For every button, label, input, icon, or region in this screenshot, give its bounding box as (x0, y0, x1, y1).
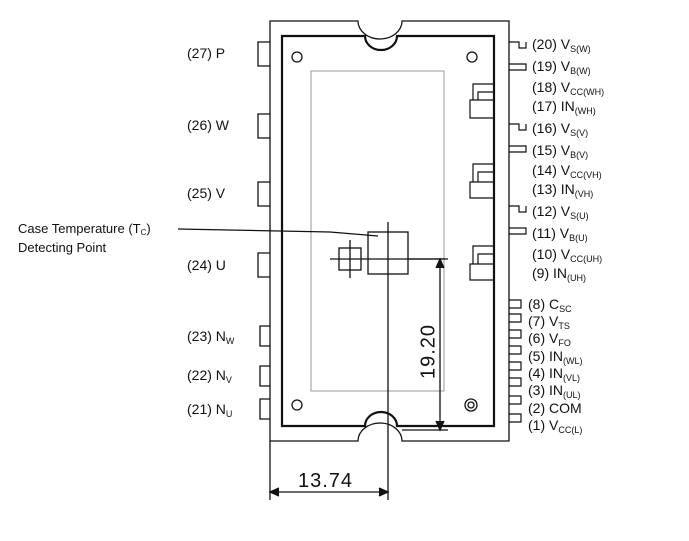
mounting-hole-bl (291, 399, 303, 411)
pin-label-18: (18) VCC(WH) (532, 79, 605, 97)
dim-horizontal-text: 13.74 (298, 470, 353, 493)
dim-vertical-value: 19.20 (417, 323, 440, 380)
package-rim (280, 34, 496, 428)
annotation-sub: C (140, 228, 147, 237)
detecting-point-label: Detecting Point (18, 240, 106, 255)
pin-label-20: (20) VS(W) (532, 36, 591, 54)
pin-label-2: (2) COM (528, 400, 582, 416)
pin-label-3: (3) IN(UL) (528, 382, 581, 400)
pin-label-13: (13) IN(VH) (532, 181, 594, 199)
annotation-leader (177, 228, 379, 237)
mounting-hole-br-inner (467, 401, 475, 409)
pin-label-17: (17) IN(WH) (532, 98, 596, 116)
pin-label-8: (8) CSC (528, 296, 572, 314)
dim-horizontal-arrow-left (268, 487, 280, 497)
case-temp-annotation: Case Temperature (TC) (18, 221, 151, 240)
package-body (269, 20, 510, 442)
pin-label-27: (27) P (187, 45, 226, 61)
pin-label-24: (24) U (187, 257, 226, 273)
dim-vertical-arrow-top (435, 257, 445, 269)
annotation-line2: Detecting Point (18, 240, 107, 255)
mounting-hole-br (464, 398, 478, 412)
pin-label-11: (11) VB(U) (532, 225, 588, 243)
dim-horizontal-value: 13.74 (298, 470, 354, 492)
right-pin-tabs (469, 41, 527, 423)
pin-label-16: (16) VS(V) (532, 120, 589, 138)
pin-label-7: (7) VTS (528, 313, 570, 331)
dim-horizontal-arrow-right (378, 487, 390, 497)
pin-label-6: (6) VFO (528, 330, 571, 348)
pin-label-22: (22) NV (187, 367, 232, 385)
pin-label-14: (14) VCC(VH) (532, 162, 602, 180)
pin-label-5: (5) IN(WL) (528, 348, 583, 366)
left-pin-tabs (257, 41, 270, 420)
pin-label-9: (9) IN(UH) (532, 265, 587, 283)
pin-label-23: (23) NW (187, 328, 235, 346)
mounting-hole-tr (466, 51, 478, 63)
dim-vertical-arrow-bottom (435, 420, 445, 432)
pin-label-15: (15) VB(V) (532, 142, 589, 160)
pin-label-10: (10) VCC(UH) (532, 246, 603, 264)
dim-vertical-text: 19.20 (418, 322, 441, 382)
annotation-text: Case Temperature (T (18, 221, 141, 236)
pin-label-21: (21) NU (187, 401, 233, 419)
pin-label-12: (12) VS(U) (532, 203, 589, 221)
mounting-hole-tl (291, 51, 303, 63)
pin-label-26: (26) W (187, 117, 230, 133)
pin-label-25: (25) V (187, 185, 226, 201)
annotation-close: ) (146, 221, 151, 236)
pin-label-19: (19) VB(W) (532, 58, 591, 76)
pin-label-4: (4) IN(VL) (528, 365, 581, 383)
pin-label-1: (1) VCC(L) (528, 417, 583, 435)
